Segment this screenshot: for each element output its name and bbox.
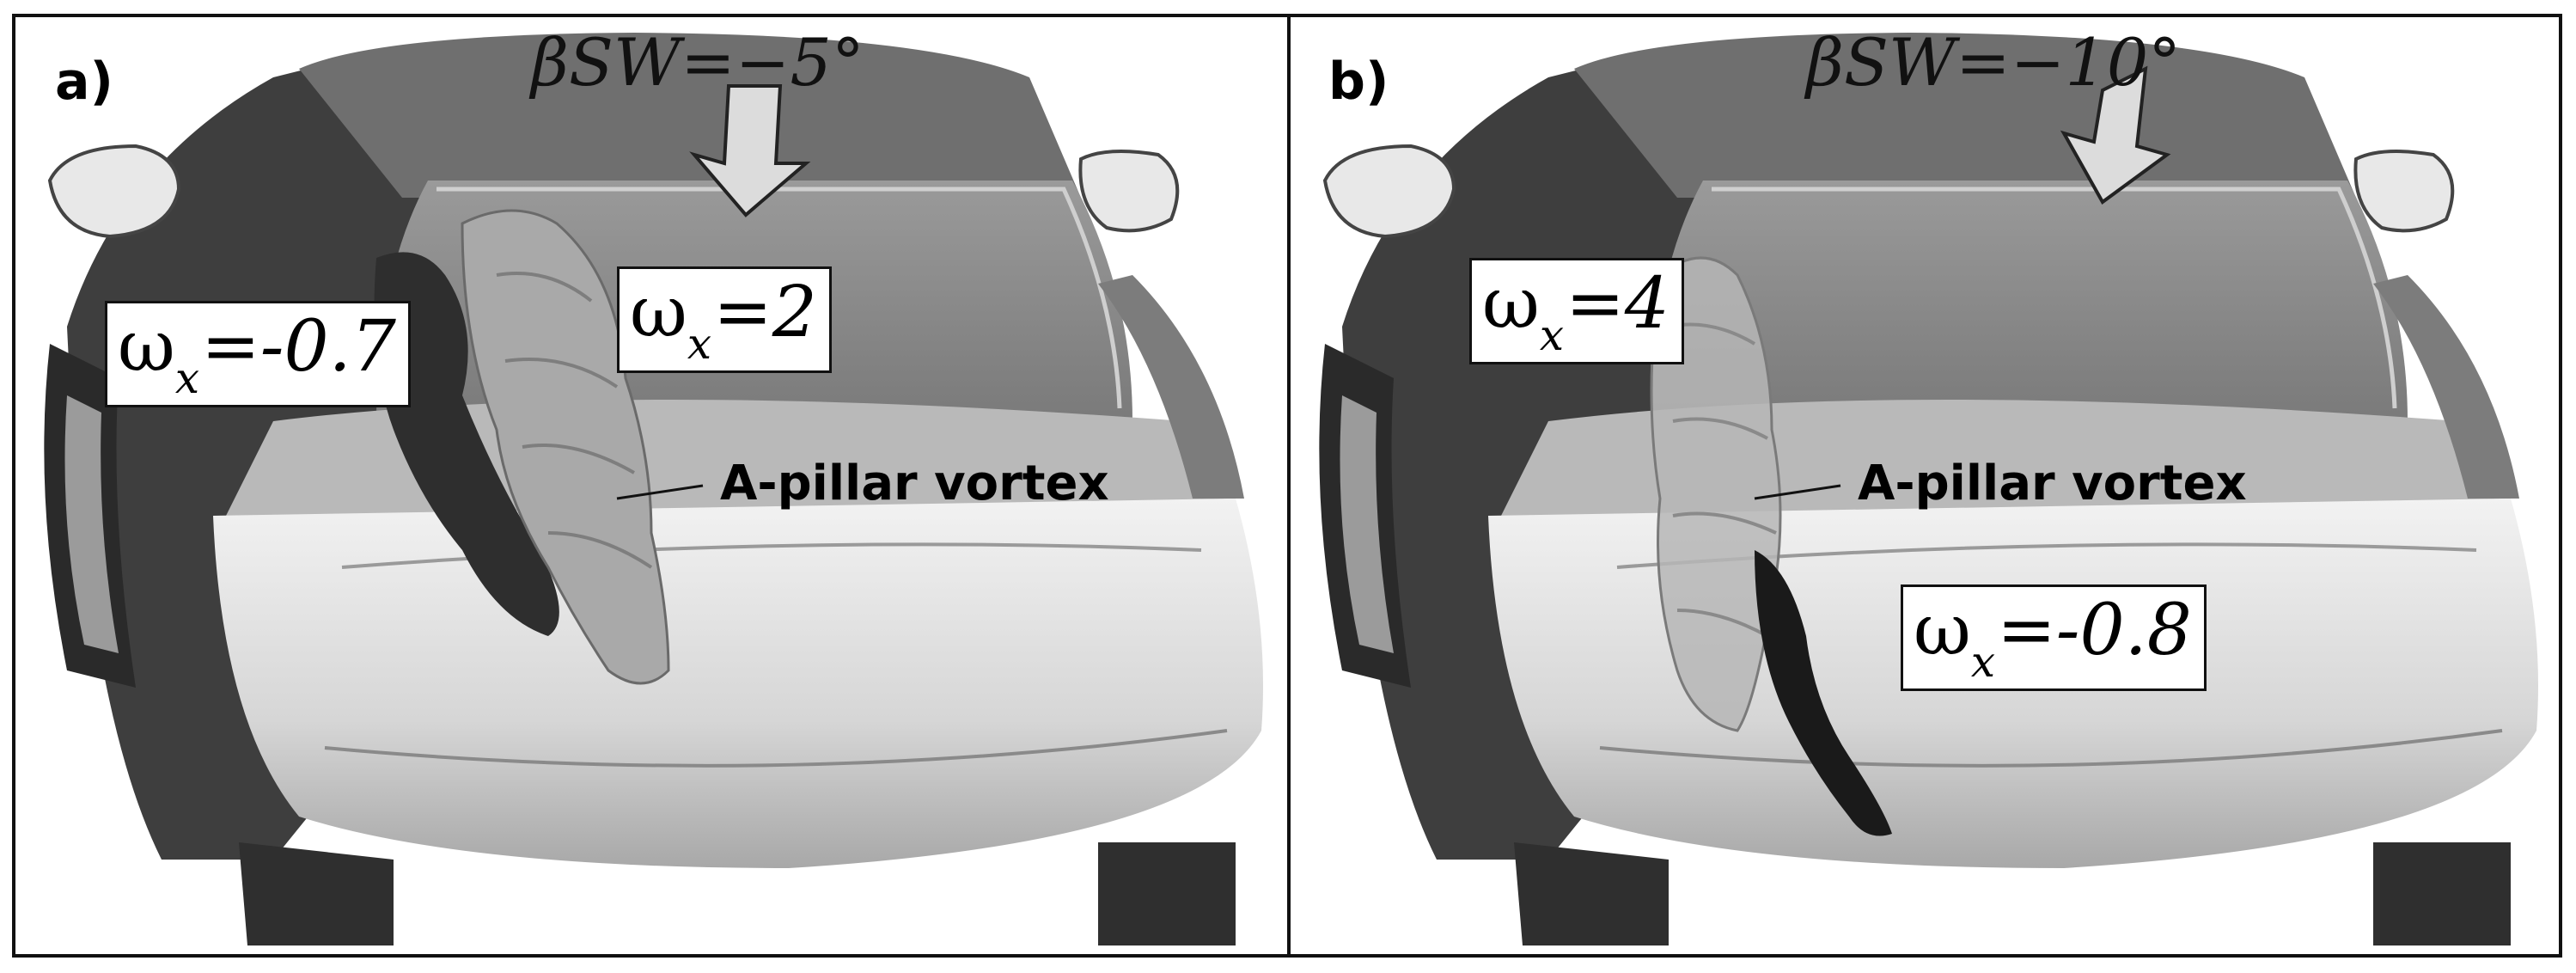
- vortex-negative-a: [374, 252, 559, 636]
- vorticity-value: -0.8: [2055, 590, 2192, 671]
- wheel-left-rim: [64, 395, 119, 653]
- omega-symbol: ω: [630, 272, 687, 353]
- mirror-right: [1078, 150, 1180, 233]
- vorticity-value: -0.7: [259, 306, 396, 388]
- panel-a: a) βSW=−5° ωx=-0.7 ωx=2 A-pillar vortex: [15, 17, 1291, 954]
- vortex-label-b: A-pillar vortex: [1858, 456, 2247, 511]
- vorticity-label-positive-b: ωx=4: [1469, 258, 1684, 364]
- vorticity-value: 2: [772, 272, 817, 353]
- flow-arrow-a: [689, 84, 811, 217]
- mirror-left: [1322, 144, 1456, 239]
- wheel-left-rim: [1340, 395, 1394, 653]
- mirror-left: [47, 144, 181, 239]
- tire-rear-right: [1098, 842, 1236, 945]
- tire-rear-right: [2373, 842, 2511, 945]
- figure: a) βSW=−5° ωx=-0.7 ωx=2 A-pillar vortex: [12, 14, 2562, 958]
- equals-sign: =: [1997, 590, 2056, 671]
- car-rear-window: [1651, 181, 2408, 421]
- equals-sign: =: [1566, 263, 1625, 345]
- vorticity-value: 4: [1624, 263, 1670, 345]
- omega-symbol: ω: [1482, 263, 1540, 345]
- car-rear-bumper: [213, 499, 1263, 868]
- vortex-positive-b: [1650, 256, 1782, 732]
- omega-subscript: x: [1539, 310, 1565, 360]
- vorticity-label-negative-a: ωx=-0.7: [105, 301, 411, 407]
- equals-sign: =: [713, 272, 772, 353]
- flow-angle-b: βSW=−10°: [1806, 24, 2182, 101]
- vortex-leader-line: [1754, 484, 1841, 500]
- panel-b: b) βSW=−10° ωx=4 ωx=-0.8 A-pillar vortex: [1291, 17, 2559, 954]
- omega-subscript: x: [687, 319, 712, 369]
- omega-symbol: ω: [118, 306, 175, 388]
- vorticity-label-negative-b: ωx=-0.8: [1901, 584, 2207, 691]
- tire-rear-left: [1514, 842, 1669, 945]
- vortex-leader-line: [616, 484, 704, 500]
- flow-angle-a: βSW=−5°: [531, 24, 864, 101]
- vortex-label-a: A-pillar vortex: [720, 456, 1109, 511]
- flow-arrow-b: [2060, 65, 2171, 205]
- mirror-right: [2353, 150, 2455, 233]
- tire-rear-left: [239, 842, 394, 945]
- panel-letter-b: b): [1328, 52, 1389, 112]
- omega-subscript: x: [1970, 637, 1996, 687]
- omega-subscript: x: [174, 353, 200, 403]
- omega-symbol: ω: [1914, 590, 1971, 671]
- car-roof: [299, 33, 1081, 198]
- equals-sign: =: [201, 306, 260, 388]
- car-render-a: [44, 33, 1263, 945]
- vorticity-label-positive-a: ωx=2: [617, 266, 832, 373]
- vortex-negative-b: [1755, 550, 1892, 836]
- panel-letter-a: a): [55, 52, 113, 112]
